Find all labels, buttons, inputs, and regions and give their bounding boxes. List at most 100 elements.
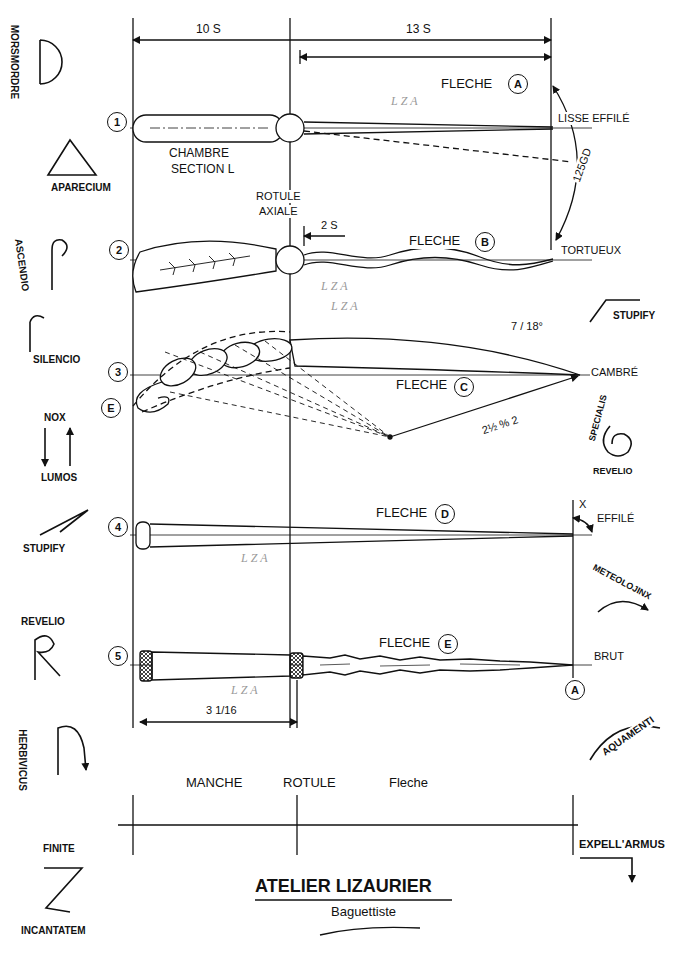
- wand-4: [130, 518, 592, 549]
- drawing-stroke: [290, 653, 303, 678]
- callout-text: C: [460, 382, 468, 393]
- drawing-stroke: [299, 50, 300, 64]
- spell-name: INCANTATEM: [20, 925, 87, 937]
- drawing-stroke: [40, 510, 88, 535]
- circled-callout: A: [508, 74, 528, 94]
- circled-callout: 2: [109, 240, 129, 260]
- drawing-stroke: [160, 253, 250, 275]
- drawing-stroke: [142, 368, 290, 412]
- circled-callout: E: [101, 398, 121, 418]
- drawing-stroke: [130, 128, 592, 129]
- part-label: FLECHE: [375, 506, 428, 521]
- callout-text: 4: [115, 522, 121, 533]
- callout-text: A: [514, 79, 522, 90]
- part-label: FLECHE: [440, 77, 493, 92]
- drawing-stroke: [133, 241, 276, 292]
- spell-name: STUPIFY: [22, 543, 66, 555]
- circled-callout: D: [435, 504, 455, 524]
- watermark: LZA: [230, 684, 262, 698]
- spell-name: METEOLOJINX: [590, 562, 654, 602]
- drawing-stroke: [553, 86, 577, 240]
- drawing-stroke: [580, 858, 632, 882]
- part-label: FLECHE: [395, 378, 448, 393]
- drawing-stroke: [150, 128, 270, 129]
- drawing-stroke: [320, 927, 420, 935]
- spell-name: STUPIFY: [612, 310, 656, 322]
- circled-callout: B: [475, 232, 495, 252]
- drawing-stroke: [290, 338, 580, 375]
- drawing-stroke: [598, 601, 648, 612]
- circled-callout: 4: [108, 517, 128, 537]
- watermark: LZA: [320, 280, 352, 294]
- callout-text: E: [444, 639, 451, 650]
- callout-text: A: [571, 685, 579, 696]
- spell-name: APARECIUM: [50, 182, 112, 194]
- drawing-stroke: [603, 426, 631, 456]
- part-label: SECTION L: [170, 163, 235, 177]
- spell-name: SILENCIO: [32, 354, 81, 366]
- drawing-stroke: [69, 428, 71, 466]
- drawing-stroke: [140, 651, 152, 681]
- drawing-stroke: [44, 428, 46, 466]
- part-label: TORTUEUX: [560, 244, 622, 257]
- drawing-stroke: [550, 18, 551, 250]
- drawing-stroke: [165, 341, 390, 437]
- circled-callout: C: [454, 377, 474, 397]
- wand-5: [130, 651, 592, 728]
- watermark: LZA: [330, 300, 362, 314]
- wand-3: [130, 331, 592, 439]
- drawing-stroke: [58, 726, 86, 775]
- drawing-stroke: [152, 652, 290, 680]
- drawing-stroke: [572, 500, 573, 678]
- part-label: MANCHE: [185, 776, 243, 791]
- spell-name: NOX: [43, 412, 67, 424]
- circled-callout: 1: [107, 112, 127, 132]
- drawing-stroke: [390, 376, 578, 437]
- drawing-stroke: [40, 40, 62, 84]
- spell-name: MORSMORDRE: [8, 24, 20, 100]
- callout-text: B: [481, 237, 489, 248]
- spell-name: SPECIALIS: [587, 393, 610, 444]
- part-label: BRUT: [593, 650, 625, 663]
- callout-text: 2: [116, 245, 122, 256]
- part-label: Fleche: [388, 776, 429, 791]
- part-label: FLECHE: [378, 636, 431, 651]
- part-label: LISSE EFFILÉ: [557, 112, 631, 125]
- circled-callout: E: [438, 634, 458, 654]
- drawing-stroke: [304, 248, 553, 265]
- drawing-stroke: [304, 122, 553, 134]
- drawing-stroke: [156, 352, 201, 391]
- drawing-stroke: [130, 535, 592, 536]
- part-label: FLECHE: [408, 234, 461, 249]
- spell-symbols: [30, 40, 660, 912]
- callout-text: 5: [115, 651, 121, 662]
- callout-text: 1: [114, 117, 120, 128]
- spell-name: AQUAMENTI: [599, 713, 657, 758]
- drawing-stroke: [296, 680, 297, 728]
- dimension-label: 10 S: [195, 23, 222, 37]
- spell-name: REVELIO: [592, 466, 634, 476]
- circled-callout: 5: [108, 646, 128, 666]
- dimension-label: 2½ % 2: [479, 413, 520, 437]
- drawing-stroke: [304, 258, 553, 270]
- callout-text: E: [107, 403, 114, 414]
- spell-name: ASCENDIO: [12, 237, 31, 293]
- drawing-stroke: [304, 235, 345, 236]
- drawing-stroke: [44, 868, 82, 912]
- drawing-stroke: [140, 721, 297, 722]
- spell-name: EXPELL'ARMUS: [578, 838, 666, 851]
- bottom-axis: [118, 795, 578, 935]
- circled-callout: A: [565, 680, 585, 700]
- drawing-stroke: [276, 114, 304, 142]
- callout-text: 3: [115, 367, 121, 378]
- drawing-stroke: [296, 795, 297, 855]
- dimension-label: 2 S: [320, 219, 339, 232]
- part-label: EFFILÉ: [596, 512, 635, 525]
- part-label: ROTULE: [282, 776, 337, 791]
- drawing-stroke: [35, 636, 60, 680]
- drawing-stroke: [303, 655, 573, 675]
- drawing-stroke: [572, 795, 573, 855]
- dimension-label: 3 1/16: [205, 704, 238, 717]
